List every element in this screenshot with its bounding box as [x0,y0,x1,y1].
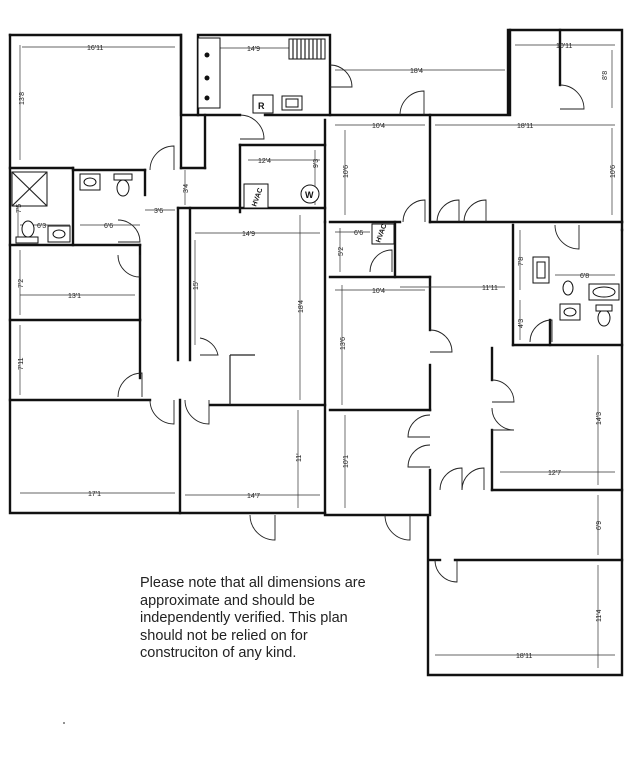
dimension-label: 14'7 [247,493,260,500]
dimension-label: 6'6 [354,230,363,237]
dimension-label: 17'1 [88,491,101,498]
dimension-label: 3'4 [183,184,190,193]
dimension-lines [17,44,615,668]
dimension-label: 18'4 [410,68,423,75]
dimension-labels: 16'11 14'9 18'4 10'11 8'8 13'8 10'4 18'1… [16,43,617,660]
dimension-label: 6'8 [580,273,589,280]
dimension-label: 6'3 [37,223,46,230]
dimension-label: 6'9 [596,521,603,530]
dimension-label: 15' [193,281,200,290]
range-counter [197,37,221,109]
refrigerator-label: R [258,101,265,111]
disclaimer-line: independently verified. This plan [140,610,348,626]
hvac-icon [243,183,269,209]
refrigerator-icon [252,94,274,114]
water-heater-label: W [305,190,314,200]
dimension-label: 8'8 [602,71,609,80]
dimension-label: 10'11 [556,43,572,50]
disclaimer-line: should not be relied on for [140,627,308,644]
burner-icon [204,95,210,101]
burner-icon [204,52,210,58]
door-swings [117,64,585,583]
dimension-label: 13'1 [68,293,81,300]
toilet-icon [562,280,574,296]
dimension-label: 11'11 [482,285,498,292]
dimension-label: 10'4 [372,123,385,130]
disclaimer-line: Please note that all dimensions are [140,575,366,591]
disclaimer-note: Please note that all dimensions are appr… [140,575,400,663]
dimension-label: 12'4 [258,158,271,165]
dimension-label: 9'3 [313,159,320,168]
toilet-icon [116,179,130,197]
dimension-label: 4'3 [518,319,525,328]
dimension-label: 14'9 [247,46,260,53]
dimension-label: 7'11 [18,357,25,370]
dimension-label: 5'2 [338,247,345,256]
dimension-label: 13'6 [340,337,347,350]
dimension-label: 10'6 [610,165,617,178]
dimension-label: 11'4 [596,609,603,622]
dimension-label: 18'4 [298,300,305,313]
interior-walls [8,28,624,562]
fixtures [11,37,620,405]
disclaimer-line: approximate and should be [140,592,315,609]
disclaimer-line: construciton of any kind. [140,645,297,661]
burner-icon [204,75,210,81]
dimension-label: 16'11 [87,45,103,52]
dimension-label: 3'6 [154,208,163,215]
dimension-label: 12'7 [548,470,561,477]
dimension-label: 10'1 [343,455,350,468]
dimension-label: 18'11 [517,123,533,130]
dimension-label: 7'8 [518,257,525,266]
dimension-label: 14'3 [596,412,603,425]
stray-mark [63,722,65,724]
hvac-icon [371,223,395,245]
dimension-label: 10'6 [343,165,350,178]
dimension-label: 6'6 [104,223,113,230]
stairs [288,38,326,60]
dimension-label: 7'2 [18,279,25,288]
dimension-label: 18'11 [516,653,532,660]
dimension-label: 13'8 [19,92,26,105]
water-heater-icon [300,184,320,204]
toilet-icon [21,220,35,238]
dimension-label: 11' [296,453,303,462]
dimension-label: 14'9 [242,231,255,238]
dimension-label: 10'4 [372,288,385,295]
dimension-label: 7'5 [16,204,23,213]
toilet-icon [597,309,611,327]
